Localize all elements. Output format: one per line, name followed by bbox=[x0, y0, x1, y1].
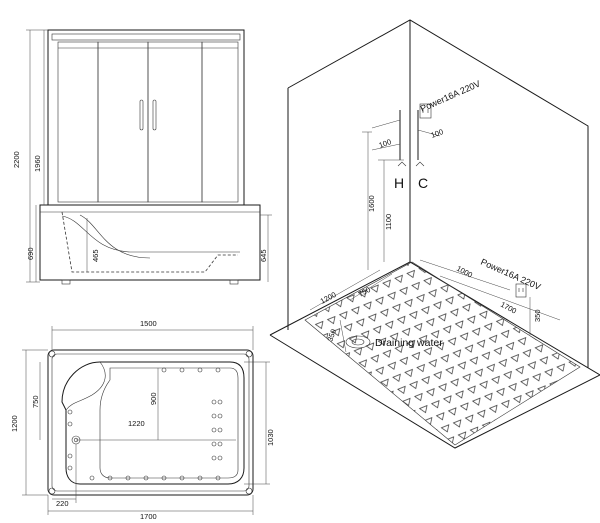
room-view: Power16A 220V 100 100 H C 1600 1100 1200… bbox=[269, 19, 600, 449]
door-handle-right bbox=[152, 99, 157, 131]
dim-100-a: 100 bbox=[378, 137, 393, 150]
door-handle-left bbox=[139, 99, 144, 131]
label-h: H bbox=[394, 175, 404, 191]
label-c: C bbox=[418, 175, 428, 191]
draining-label: Draining water bbox=[375, 337, 443, 349]
dim-1100: 1100 bbox=[384, 214, 393, 230]
dim-1500: 1500 bbox=[140, 319, 157, 328]
dim-1960: 1960 bbox=[33, 155, 42, 172]
dim-1200-room: 1200 bbox=[319, 290, 338, 306]
plan-view: 1500 1200 750 1220 900 1030 220 1700 bbox=[10, 319, 275, 521]
dim-690: 690 bbox=[26, 247, 35, 260]
dim-1030: 1030 bbox=[266, 429, 275, 446]
dim-350-right: 350 bbox=[533, 309, 542, 322]
power-label-wall: Power16A 220V bbox=[419, 78, 482, 113]
jets bbox=[67, 367, 223, 481]
power-label-floor: Power16A 220V bbox=[479, 257, 542, 292]
dim-2200: 2200 bbox=[12, 151, 21, 168]
dim-465: 465 bbox=[91, 249, 100, 262]
front-view: 2200 1960 690 465 645 bbox=[12, 29, 272, 285]
dim-1700-room: 1700 bbox=[499, 300, 518, 316]
dim-1220: 1220 bbox=[128, 419, 145, 428]
power-socket-floor bbox=[515, 283, 527, 298]
dim-220: 220 bbox=[56, 499, 69, 508]
dim-100-b: 100 bbox=[430, 127, 445, 140]
dim-900: 900 bbox=[149, 392, 158, 405]
dim-1600: 1600 bbox=[367, 195, 376, 212]
dim-750-plan: 750 bbox=[31, 395, 40, 408]
dim-1200-plan: 1200 bbox=[10, 415, 19, 432]
floor-drain bbox=[345, 335, 371, 349]
dim-645: 645 bbox=[259, 249, 268, 262]
power-socket-wall bbox=[419, 103, 432, 119]
dim-1700-plan: 1700 bbox=[140, 512, 157, 521]
dim-350-drain: 350 bbox=[325, 328, 338, 343]
